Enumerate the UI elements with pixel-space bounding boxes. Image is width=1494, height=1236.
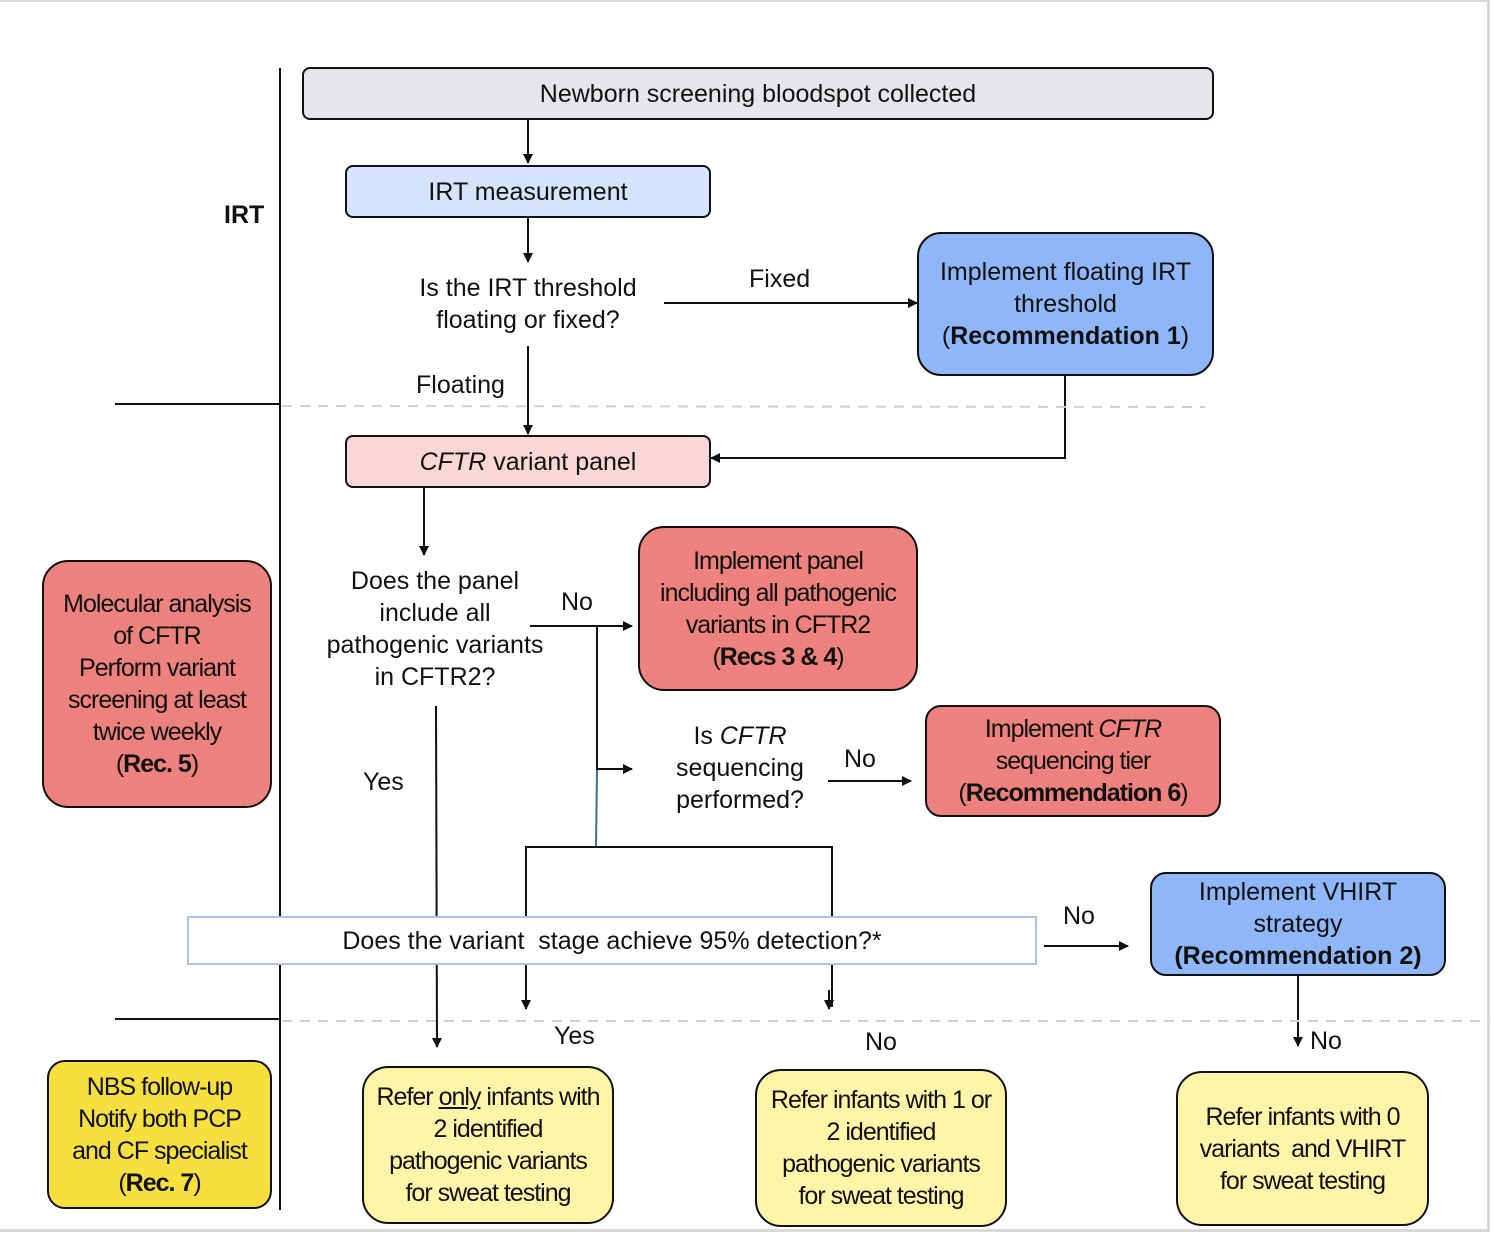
irt-threshold-question: Is the IRT threshold floating or fixed? — [419, 274, 637, 334]
refer-zero-variants-node: Refer infants with 0 variants and VHIRT … — [1176, 1071, 1429, 1226]
refer-two-variants-node: Refer only infants with 2 identified pat… — [362, 1066, 614, 1224]
edge-label-no-seq: No — [844, 745, 876, 773]
stage-label-irt: IRT — [224, 201, 265, 229]
implement-panel-node: Implement panel including all pathogenic… — [638, 526, 918, 691]
arrow-yes-panel — [431, 705, 442, 1048]
edge-label-no-panel: No — [561, 588, 593, 616]
edge-label-no-detection-bottom: No — [865, 1028, 897, 1056]
detection-question-node: Does the variant stage achieve 95% detec… — [187, 916, 1037, 965]
edge-label-floating: Floating — [416, 371, 505, 399]
molecular-analysis-node: Molecular analysis of CFTR Perform varia… — [42, 560, 272, 808]
arrow-rec1-to-panel — [710, 376, 1066, 463]
floating-irt-recommendation-node: Implement floating IRT threshold (Recomm… — [917, 232, 1214, 376]
cftr-variant-panel-node: CFTR variant panel — [345, 435, 711, 488]
sequencing-question: Is CFTR sequencing performed? — [676, 722, 804, 814]
refer-one-or-two-variants-node: Refer infants with 1 or 2 identified pat… — [755, 1069, 1007, 1227]
nbs-follow-up-node: NBS follow-up Notify both PCP and CF spe… — [47, 1060, 272, 1209]
edge-label-no-detection: No — [1063, 902, 1095, 930]
line-no-panel-branch-lower — [595, 769, 598, 847]
bloodspot-node: Newborn screening bloodspot collected — [302, 67, 1214, 120]
edge-label-yes-panel: Yes — [363, 768, 404, 796]
panel-coverage-question: Does the panel include all pathogenic va… — [326, 567, 544, 691]
irt-measurement-node: IRT measurement — [345, 165, 711, 218]
sequencing-tier-node: Implement CFTR sequencing tier (Recommen… — [925, 705, 1221, 817]
edge-label-yes-detection: Yes — [554, 1022, 595, 1050]
edge-label-fixed: Fixed — [749, 265, 811, 293]
edge-label-no-vhirt: No — [1310, 1027, 1342, 1055]
vhirt-strategy-node: Implement VHIRT strategy (Recommendation… — [1150, 872, 1446, 976]
stage-divider-1-dashed — [281, 405, 1206, 408]
